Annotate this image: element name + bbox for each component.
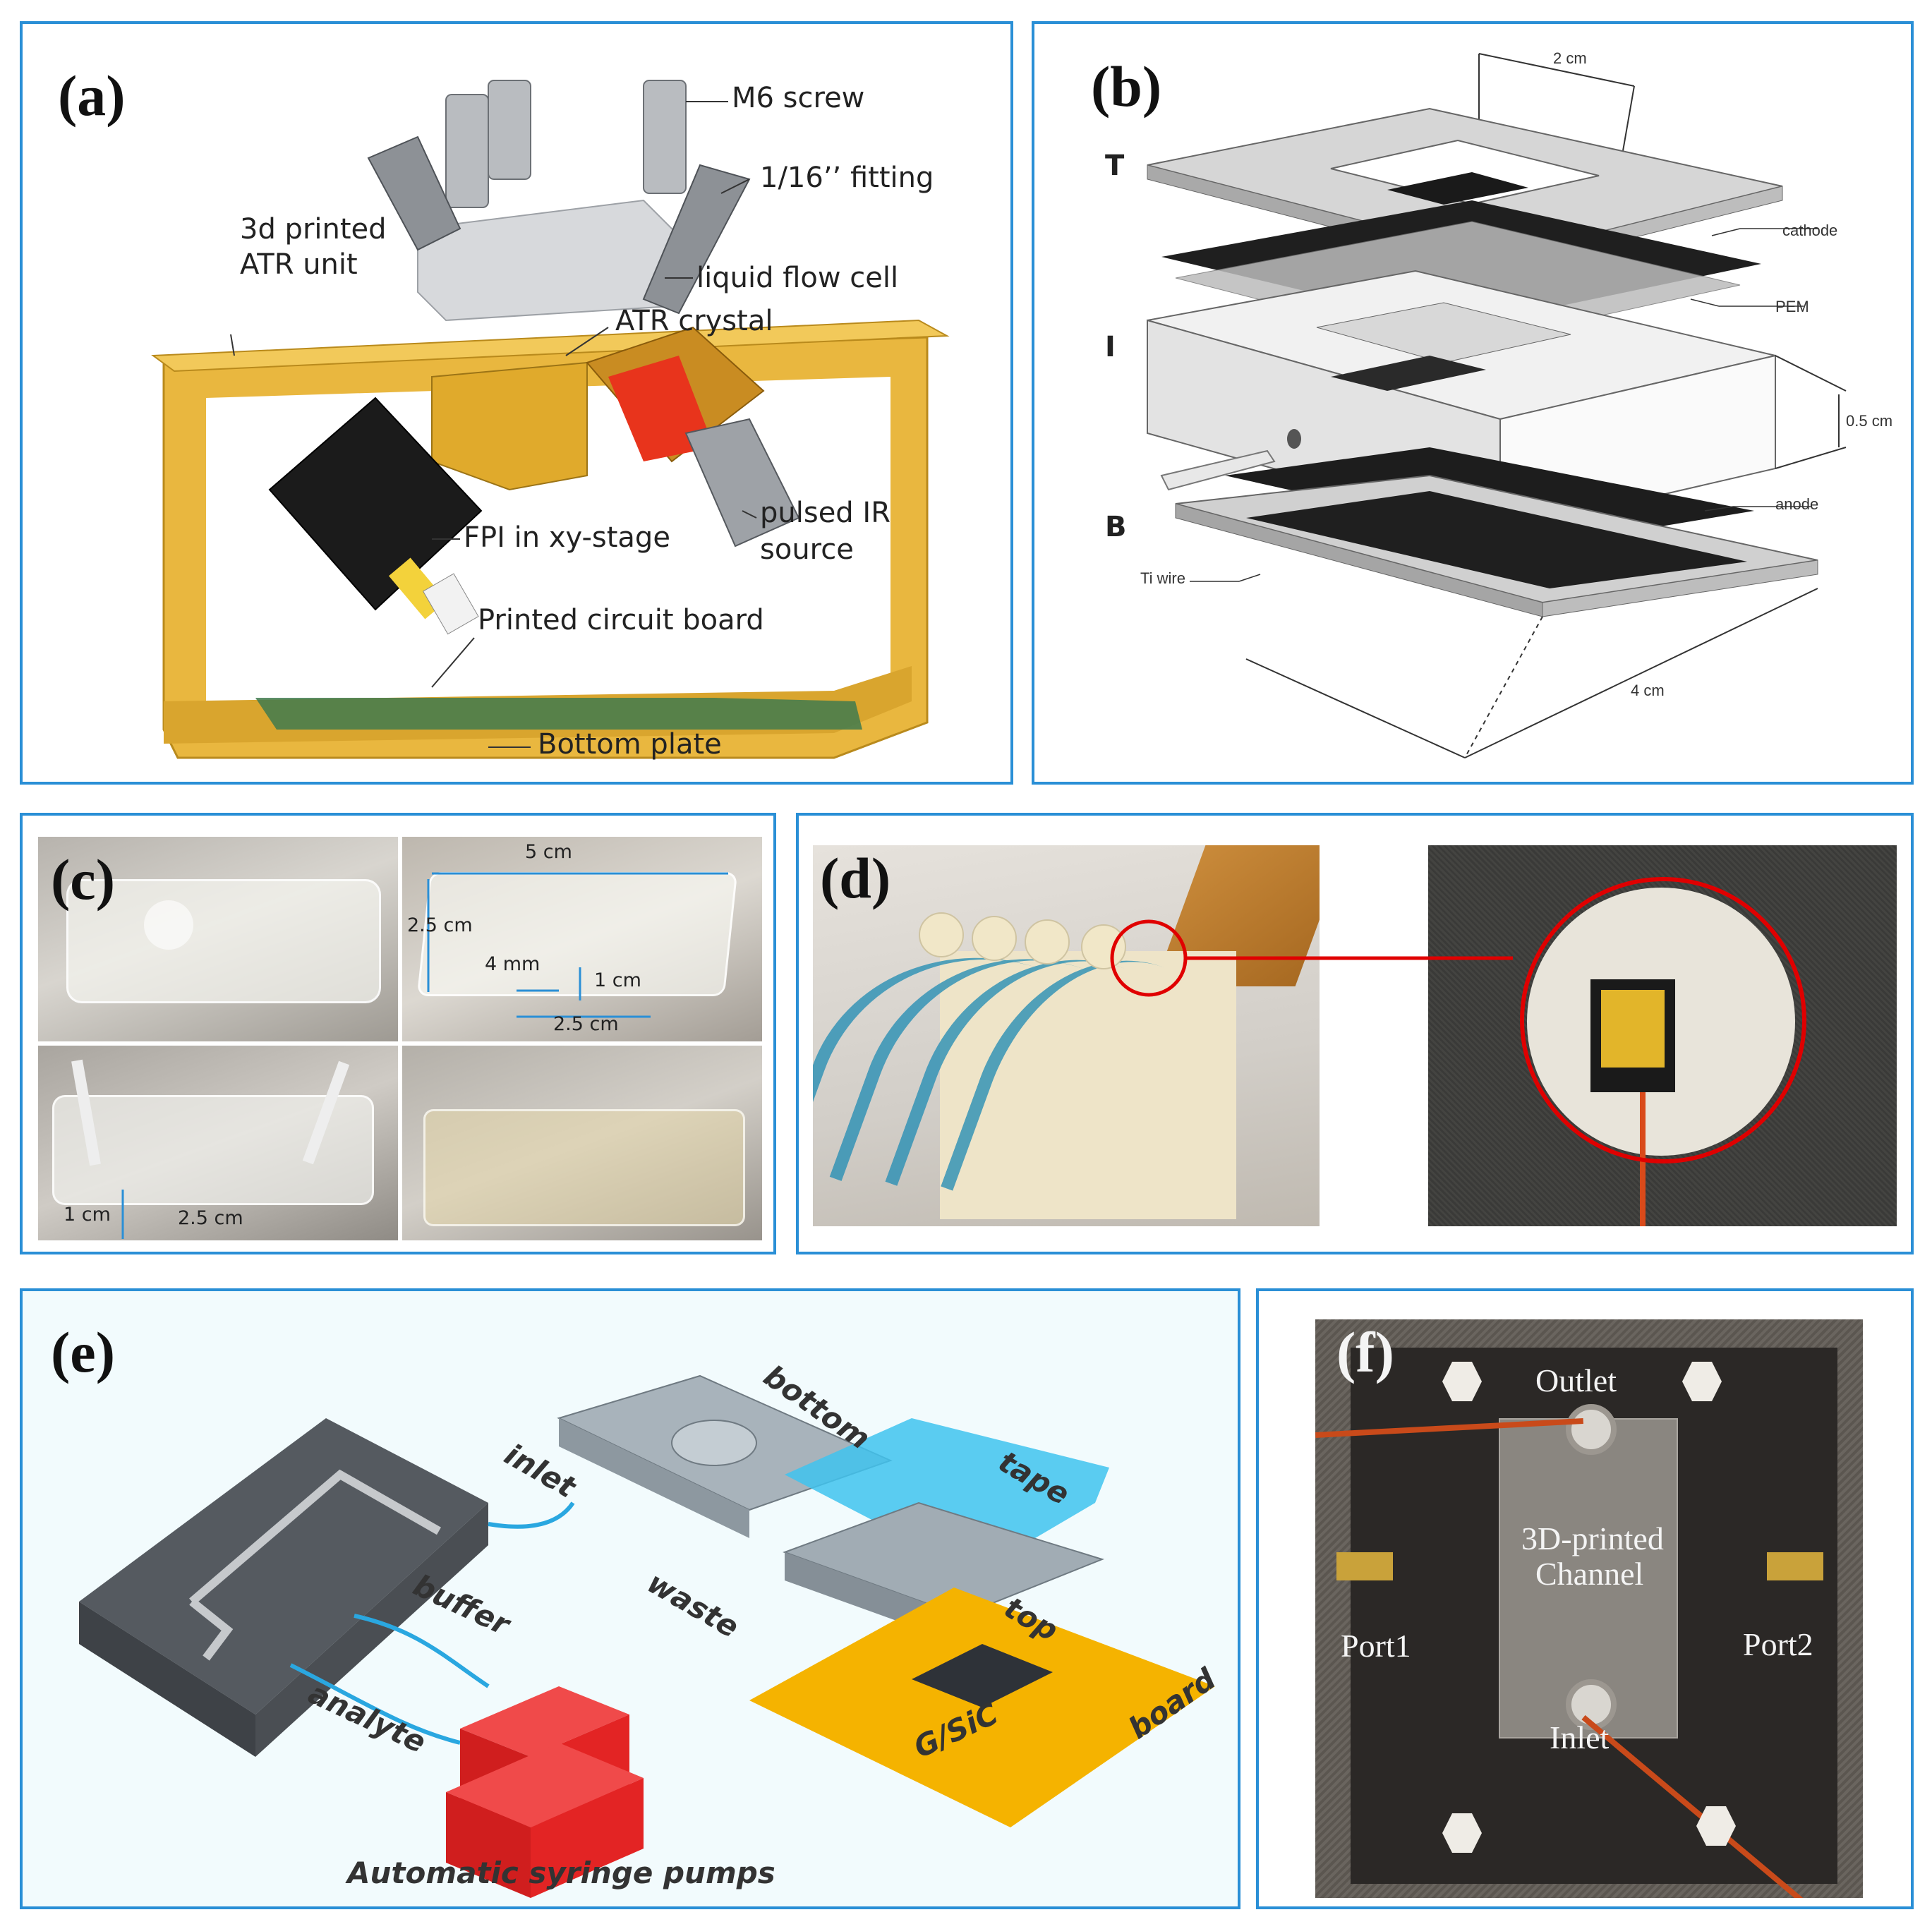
dim-1cm-lower-label: 1 cm	[64, 1204, 111, 1226]
bottom-plate-label: Bottom plate	[538, 728, 722, 761]
panel-c-dimension-arrows	[121, 872, 728, 1239]
dim-1cm-label: 1 cm	[594, 969, 641, 991]
anode-label: anode	[1775, 495, 1819, 513]
ti-wire-rod	[1160, 449, 1276, 491]
dim-top-label: 2 cm	[1553, 49, 1587, 67]
leader-lines	[230, 101, 757, 748]
panel-d: (d)	[796, 813, 1914, 1254]
panel-e-letter: (e)	[51, 1320, 116, 1384]
tape-layer	[785, 1418, 1109, 1573]
chip-left	[79, 1602, 255, 1757]
gsic-chip	[912, 1644, 1053, 1707]
atr-unit-label-2: ATR unit	[240, 248, 358, 281]
photo-c-bottom-right	[402, 1046, 762, 1240]
outlet-label: Outlet	[1535, 1362, 1617, 1398]
m6-screws	[445, 80, 687, 208]
photo-c-top-right	[402, 837, 762, 1041]
atr-frame-top	[151, 319, 950, 373]
tube-buffer	[354, 1614, 490, 1688]
ir-source-label-2: source	[760, 533, 854, 566]
ti-wire-label: Ti wire	[1140, 569, 1185, 587]
pcb-label: Printed circuit board	[478, 604, 764, 636]
atr-unit-label-1: 3d printed	[240, 213, 387, 246]
atr-crystal-label: ATR crystal	[615, 305, 773, 337]
panel-a-letter: (a)	[58, 64, 126, 128]
panel-e: (e) bottom inlet tape waste buffer top a…	[20, 1288, 1240, 1909]
panel-b: (b) 2 cm T I B cathode PEM 0.5 cm anode …	[1032, 21, 1914, 785]
tube-analyte	[289, 1663, 461, 1745]
layer-i-label: I	[1105, 331, 1116, 363]
panel-e-illustration	[79, 1374, 1215, 1898]
fpi-label: FPI in xy-stage	[464, 521, 670, 554]
panel-f-letter: (f)	[1336, 1320, 1394, 1384]
dimension-lines	[1245, 355, 1847, 758]
liquid-flow-cell-label: liquid flow cell	[696, 262, 899, 294]
pcb-board	[255, 698, 862, 730]
port2-label: Port2	[1743, 1626, 1813, 1662]
panel-d-letter: (d)	[820, 846, 891, 910]
panel-c-letter: (c)	[51, 847, 116, 912]
channel-label-1: 3D-printed	[1521, 1520, 1664, 1556]
callout-circle-large	[1520, 877, 1806, 1163]
layer-b-label: B	[1105, 511, 1127, 543]
dim-5cm-label: 5 cm	[525, 841, 572, 863]
photo-d-left	[813, 845, 1320, 1226]
fpi-cap	[422, 573, 479, 635]
pumps-label: Automatic syringe pumps	[347, 1856, 775, 1890]
tube-inlet	[488, 1501, 575, 1529]
panel-b-illustration	[1147, 53, 1847, 758]
dim-25cm-lower-label: 2.5 cm	[178, 1207, 243, 1229]
fittings	[367, 135, 751, 315]
panel-b-letter: (b)	[1091, 54, 1162, 119]
width-label: 4 cm	[1631, 682, 1665, 699]
ir-source-body	[684, 418, 800, 548]
photo-c-top-left	[38, 837, 398, 1041]
panel-d-callout	[1110, 877, 1806, 1163]
atr-center-block	[431, 361, 588, 491]
panel-a: (a) M6 screw 1/16’’ fitting 3d printed A…	[20, 21, 1013, 785]
channel-label-2: Channel	[1535, 1556, 1644, 1592]
callout-lines	[1190, 228, 1818, 582]
fpi-stage	[268, 397, 483, 611]
dim-25cm-bottom-label: 2.5 cm	[553, 1013, 619, 1035]
m6-screw-label: M6 screw	[732, 82, 865, 114]
pem-label: PEM	[1775, 298, 1809, 315]
chip-top	[79, 1418, 488, 1715]
panel-c: (c) 5 cm 2.5 cm 4 mm 1 cm 2.5 cm 1 cm 2.…	[20, 813, 776, 1254]
chip-right	[255, 1503, 488, 1757]
cathode-label: cathode	[1782, 222, 1838, 239]
photo-f	[1315, 1319, 1863, 1898]
callout-circle-small	[1110, 919, 1188, 997]
layer-t-label: T	[1105, 150, 1125, 182]
photo-c-bottom-left	[38, 1046, 398, 1240]
ir-source-label-1: pulsed IR	[760, 497, 890, 529]
inlet-label-f: Inlet	[1550, 1719, 1610, 1755]
syringe-pump-2	[446, 1743, 644, 1898]
thickness-label: 0.5 cm	[1846, 412, 1893, 430]
dim-25cm-side-label: 2.5 cm	[407, 914, 473, 936]
dim-4mm-label: 4 mm	[485, 953, 541, 975]
panel-f: (f) Outlet 3D-printed Channel Port1 Port…	[1256, 1288, 1914, 1909]
inlet-hole	[1287, 429, 1301, 449]
chip-channel	[189, 1469, 441, 1605]
panel-a-illustration	[151, 80, 950, 759]
liquid-flow-cell	[417, 199, 680, 322]
port1-label: Port1	[1341, 1628, 1411, 1664]
fitting-label: 1/16’’ fitting	[760, 162, 934, 194]
photo-d-right	[1428, 845, 1897, 1226]
